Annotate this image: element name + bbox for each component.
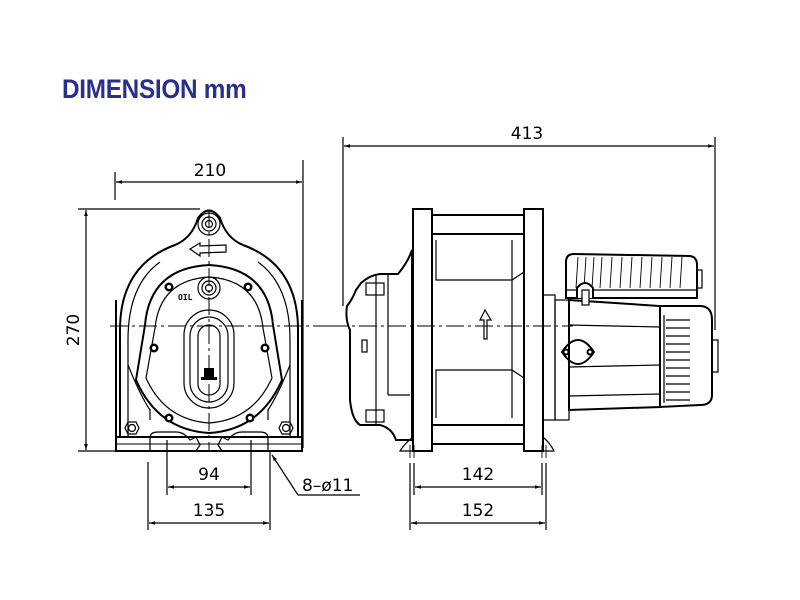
side-outer-mount-label: 152 xyxy=(462,501,494,521)
rotation-arrow-icon xyxy=(188,241,227,258)
hole-callout: 8–ø11 xyxy=(271,454,360,496)
terminal-box xyxy=(565,252,698,299)
cover-bolts xyxy=(149,282,270,423)
front-inner-mount-label: 94 xyxy=(198,465,220,485)
motor-body xyxy=(560,252,719,412)
oil-label: OIL xyxy=(178,293,193,302)
front-height-label: 270 xyxy=(64,314,84,346)
dimension-mount-142: 142 xyxy=(413,463,543,495)
dimension-mount-94: 94 xyxy=(166,440,252,495)
side-view: 413 xyxy=(330,124,719,530)
hole-callout-label: 8–ø11 xyxy=(302,476,353,496)
motor-side-flange xyxy=(560,338,596,366)
dimension-mount-135: 135 xyxy=(147,450,271,530)
front-view: 210 270 xyxy=(64,160,360,530)
side-gear-case xyxy=(345,249,413,441)
foot-nuts xyxy=(124,421,294,435)
side-inner-mount-label: 142 xyxy=(462,465,494,485)
gear-cover xyxy=(134,263,284,435)
fan-cover xyxy=(659,305,713,409)
dimension-mount-152: 152 xyxy=(409,463,547,530)
motor-end-cap xyxy=(711,339,719,373)
left-drum-flange xyxy=(412,208,433,452)
side-length-label: 413 xyxy=(511,124,543,144)
dimension-height-270: 270 xyxy=(64,208,200,452)
front-outer-mount-label: 135 xyxy=(193,501,225,521)
right-drum-flange xyxy=(523,208,544,452)
drum-body xyxy=(432,214,525,445)
page-title: DIMENSION mm xyxy=(62,74,247,104)
dimension-length-413: 413 xyxy=(342,124,716,330)
front-width-label: 210 xyxy=(194,161,226,181)
direction-arrow-icon xyxy=(479,308,493,340)
